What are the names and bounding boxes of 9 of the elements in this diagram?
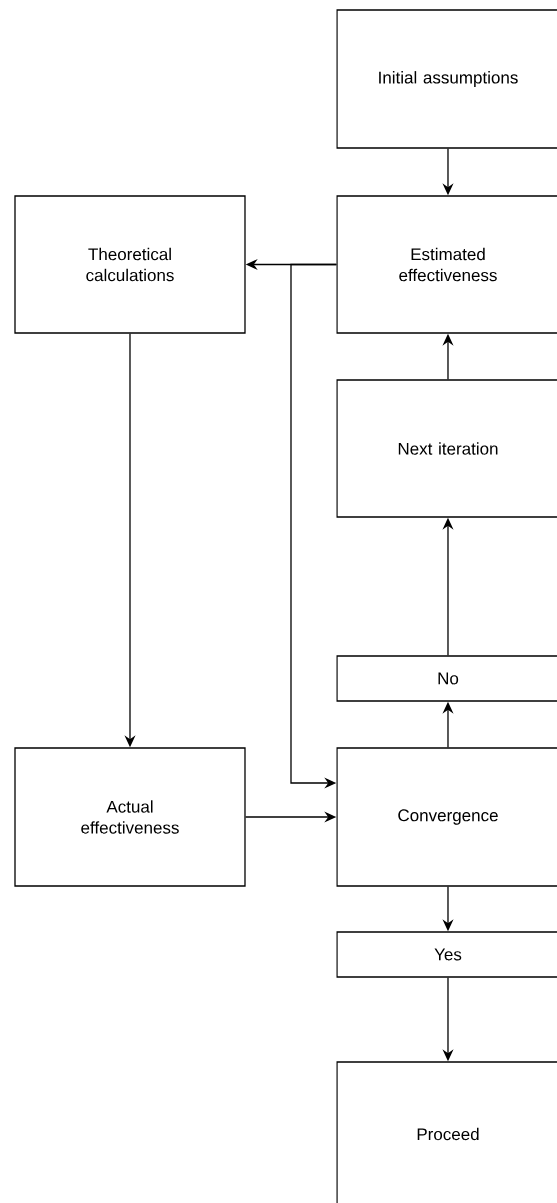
process-box: Convergence [336, 747, 557, 887]
process-box: Actual effectiveness [14, 747, 246, 887]
process-box: Next iteration [336, 379, 557, 518]
label-box: Yes [336, 931, 557, 978]
process-box: Estimated effectiveness [336, 195, 557, 334]
process-box: Theoretical calculations [14, 195, 246, 334]
process-box: Proceed [336, 1061, 557, 1203]
process-box: Initial assumptions [336, 9, 557, 149]
label-box: No [336, 655, 557, 702]
